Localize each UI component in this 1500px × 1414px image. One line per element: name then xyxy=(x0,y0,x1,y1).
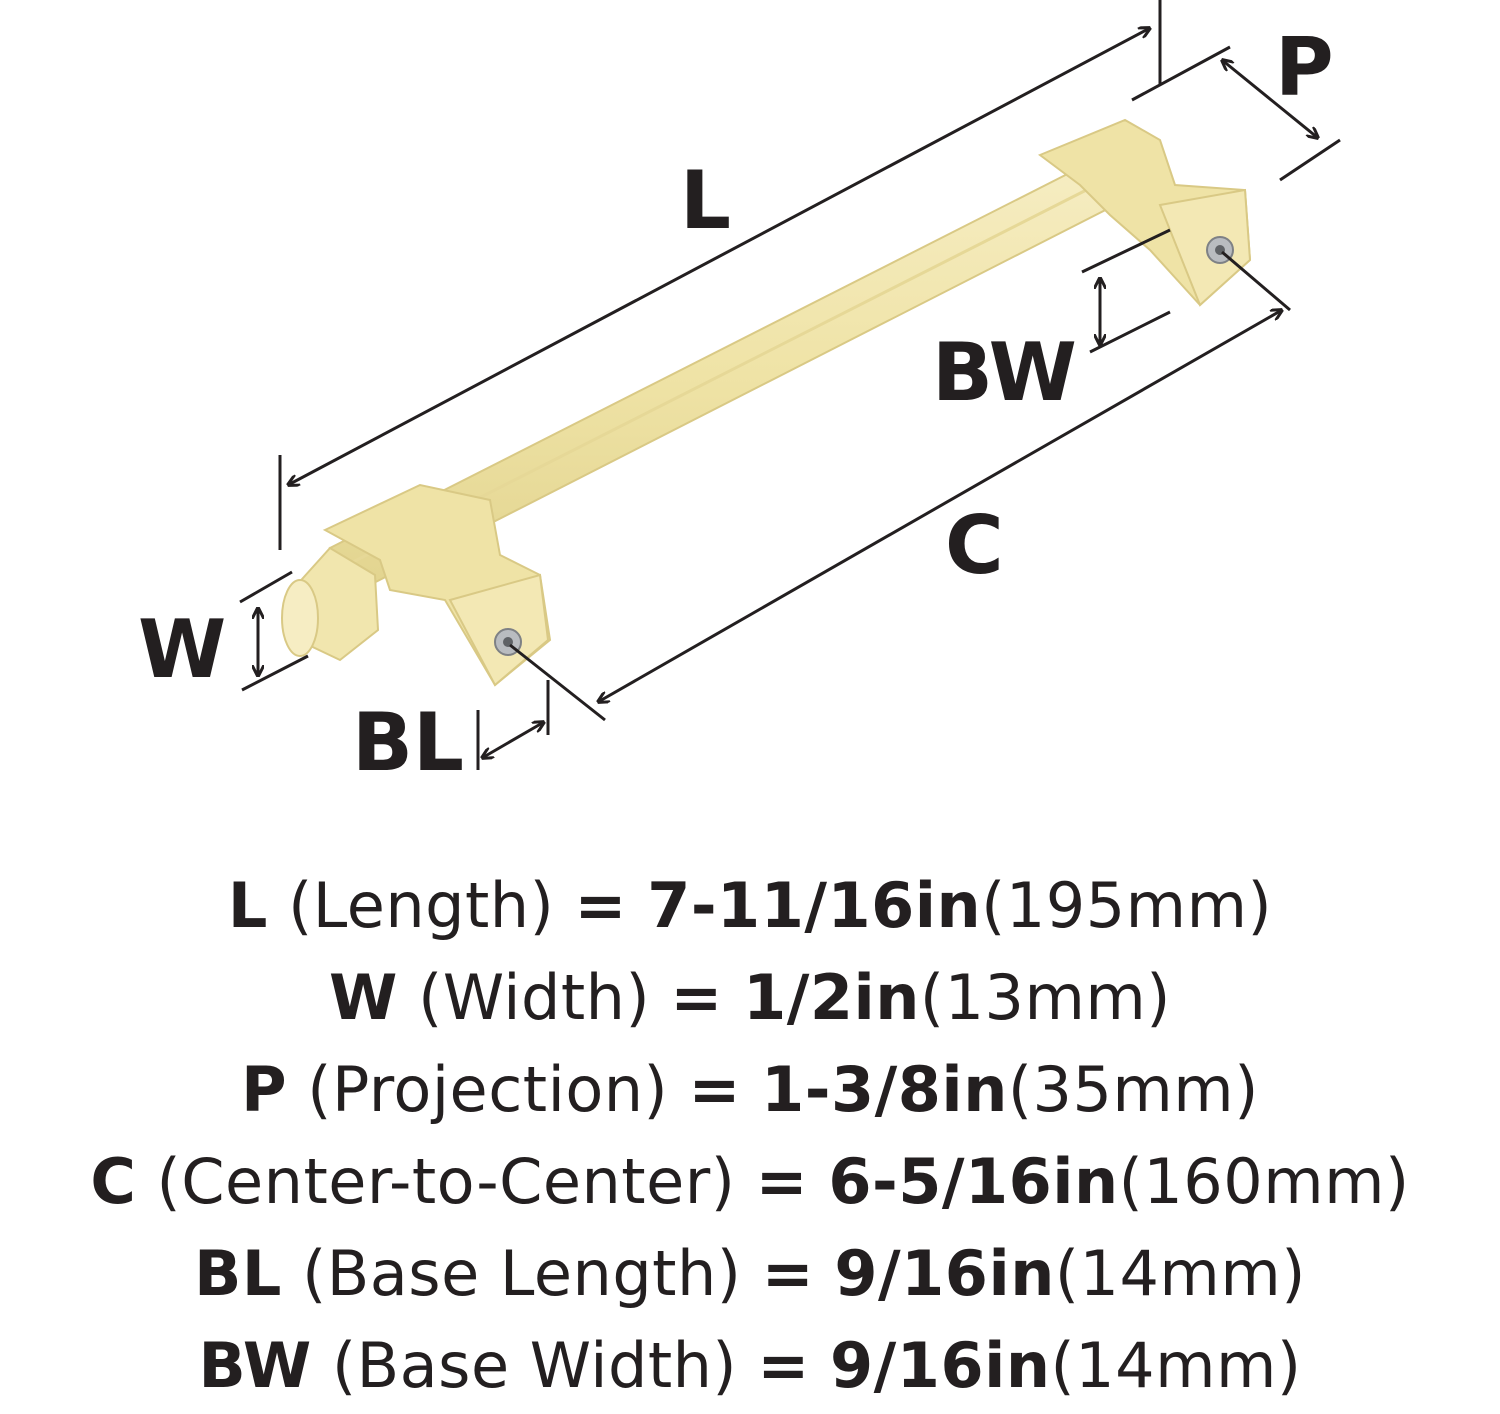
spec-name: (Width) xyxy=(418,961,651,1034)
spec-name: (Base Width) xyxy=(331,1329,738,1402)
handle-dimension-diagram: L P BW C W BL xyxy=(138,0,1341,789)
dimension-spec-list: L (Length) = 7-11/16in(195mm) W (Width) … xyxy=(0,860,1500,1412)
spec-imperial-value: 1-3/8in xyxy=(761,1053,1008,1126)
spec-equals: = xyxy=(757,1329,810,1402)
bw-extension-bottom xyxy=(1089,310,1171,354)
spec-imperial-value: 1/2in xyxy=(743,961,920,1034)
spec-imperial-value: 6-5/16in xyxy=(828,1145,1119,1218)
spec-metric-value: (160mm) xyxy=(1118,1145,1410,1218)
spec-code: P xyxy=(241,1053,288,1126)
spec-equals: = xyxy=(755,1145,809,1218)
spec-equals: = xyxy=(670,961,723,1034)
right-post-base-face xyxy=(1158,188,1252,307)
spec-metric-value: (35mm) xyxy=(1007,1053,1259,1126)
p-dimension-line xyxy=(1222,60,1318,138)
label-p: P xyxy=(1275,21,1334,114)
left-end-face xyxy=(281,579,319,657)
spec-code: BL xyxy=(194,1237,282,1310)
spec-equals: = xyxy=(761,1237,815,1310)
p-extension-bottom xyxy=(1279,138,1341,182)
c-extension-right xyxy=(1221,250,1291,312)
c-extension-left xyxy=(509,643,606,722)
spec-equals: = xyxy=(688,1053,741,1126)
cabinet-pull-handle xyxy=(281,118,1252,687)
dimension-lines xyxy=(239,0,1341,770)
bl-dimension-line xyxy=(482,722,544,758)
label-bw: BW xyxy=(932,326,1077,419)
spec-width: W (Width) = 1/2in(13mm) xyxy=(0,952,1500,1044)
spec-code: C xyxy=(90,1145,137,1218)
label-l: L xyxy=(680,154,731,247)
l-dimension-line xyxy=(288,28,1150,485)
spec-projection: P (Projection) = 1-3/8in(35mm) xyxy=(0,1044,1500,1136)
p-extension-top xyxy=(1131,45,1231,102)
spec-code: W xyxy=(329,961,398,1034)
spec-center-to-center: C (Center-to-Center) = 6-5/16in(160mm) xyxy=(0,1136,1500,1228)
spec-name: (Length) xyxy=(288,869,555,942)
spec-base-width: BW (Base Width) = 9/16in(14mm) xyxy=(0,1320,1500,1412)
spec-metric-value: (14mm) xyxy=(1050,1329,1302,1402)
spec-equals: = xyxy=(574,869,627,942)
w-extension-bottom xyxy=(241,654,309,692)
spec-metric-value: (14mm) xyxy=(1054,1237,1306,1310)
spec-name: (Base Length) xyxy=(302,1237,742,1310)
spec-length: L (Length) = 7-11/16in(195mm) xyxy=(0,860,1500,952)
bw-extension-top xyxy=(1081,228,1171,274)
label-bl: BL xyxy=(352,696,464,789)
w-extension-top xyxy=(239,570,293,604)
spec-imperial-value: 7-11/16in xyxy=(647,869,982,942)
spec-code: BW xyxy=(198,1329,312,1402)
spec-metric-value: (13mm) xyxy=(919,961,1171,1034)
spec-metric-value: (195mm) xyxy=(981,869,1273,942)
spec-code: L xyxy=(227,869,268,942)
label-c: C xyxy=(945,499,1004,592)
spec-imperial-value: 9/16in xyxy=(834,1237,1055,1310)
spec-base-length: BL (Base Length) = 9/16in(14mm) xyxy=(0,1228,1500,1320)
spec-imperial-value: 9/16in xyxy=(830,1329,1051,1402)
spec-name: (Center-to-Center) xyxy=(156,1145,736,1218)
label-w: W xyxy=(138,603,226,696)
c-dimension-line xyxy=(598,310,1282,702)
spec-name: (Projection) xyxy=(307,1053,669,1126)
